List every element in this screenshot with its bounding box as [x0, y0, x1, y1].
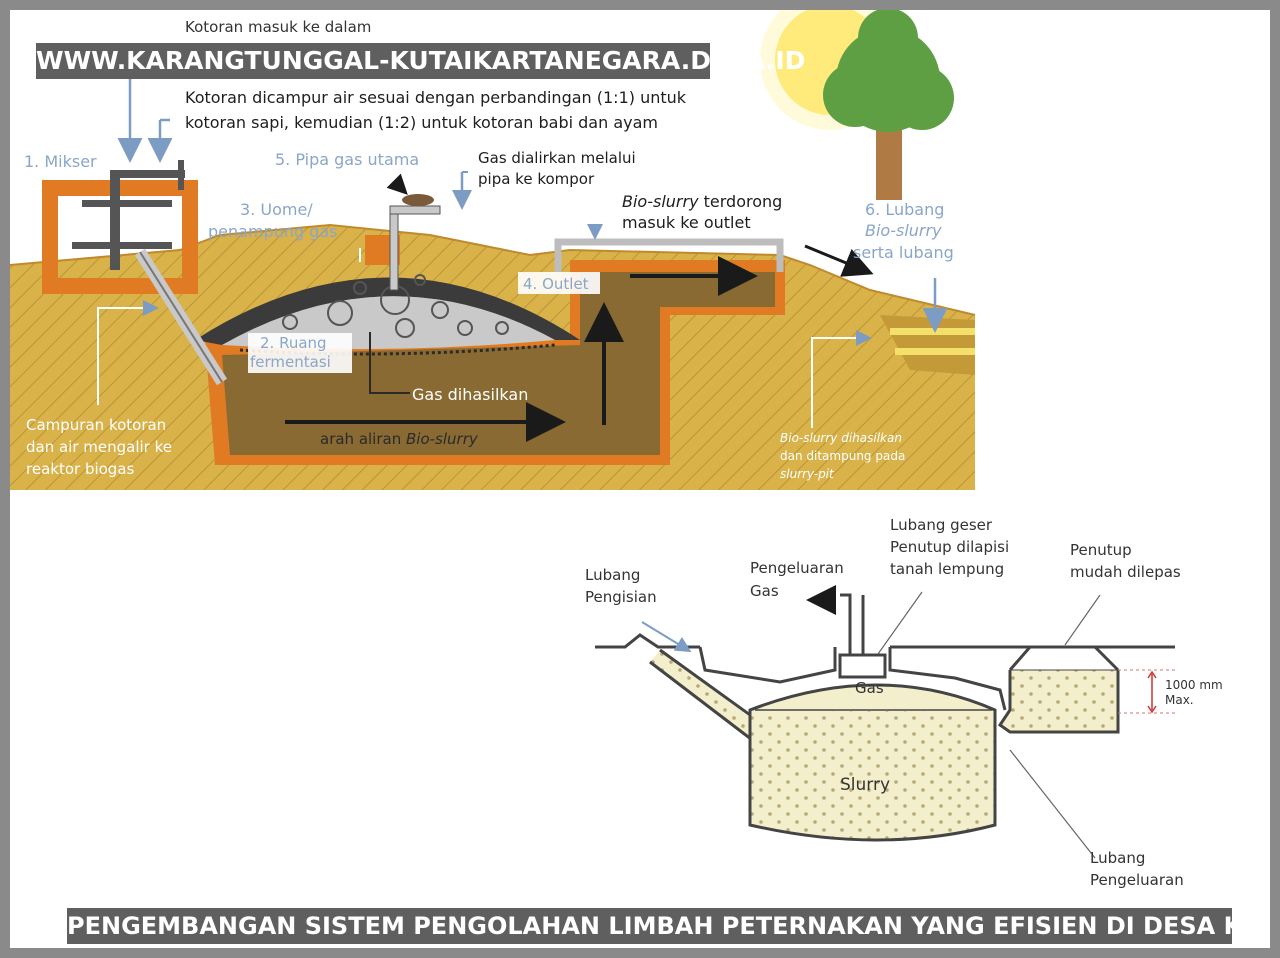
- main-pipe-label: 5. Pipa gas utama: [275, 150, 419, 169]
- slurry-label: Slurry: [840, 775, 890, 795]
- mix-flow-label-1: Campuran kotoran: [26, 416, 166, 434]
- hole-label-3: serta lubang: [853, 243, 954, 262]
- mix-flow-label-2: dan air mengalir ke: [26, 438, 172, 456]
- mixer: [42, 160, 228, 386]
- surface-flow-arrow: [804, 244, 874, 277]
- max-label-2: Max.: [1165, 693, 1194, 707]
- tree-icon: [823, 10, 954, 200]
- mixing-note-line2: kotoran sapi, kemudian (1:2) untuk kotor…: [185, 113, 658, 132]
- intro-label: Kotoran masuk ke dalam: [185, 18, 371, 36]
- gas-produced-label: Gas dihasilkan: [412, 385, 528, 404]
- gas-flow-label-1: Gas dialirkan melalui: [478, 149, 636, 167]
- max-label-1: 1000 mm: [1165, 678, 1223, 692]
- dome-label-2: penampung gas: [208, 222, 338, 241]
- gas-out-label-2: Gas: [750, 582, 779, 600]
- gas-out-label-1: Pengeluaran: [750, 559, 844, 577]
- manhole-label-3: tanah lempung: [890, 560, 1004, 578]
- fermentation-label-2: fermentasi: [250, 353, 331, 371]
- fermentation-label-1: 2. Ruang: [260, 334, 327, 352]
- slurry-push-label-1: Bio-slurry terdorong: [622, 192, 782, 211]
- inlet-label-1: Lubang: [585, 566, 640, 584]
- pit-label-1: Bio-slurry dihasilkan: [780, 431, 902, 445]
- bottom-diagram: Lubang Pengisian Pengeluaran Gas Lubang …: [585, 516, 1223, 889]
- slurry-push-label-2: masuk ke outlet: [622, 213, 751, 232]
- digester-tank: [748, 683, 997, 842]
- image-frame: Kotoran masuk ke dalam Kotoran dicampur …: [10, 10, 1270, 948]
- gas-dome: [195, 277, 580, 345]
- outlet-label-2: Pengeluaran: [1090, 871, 1184, 889]
- top-diagram: Kotoran masuk ke dalam Kotoran dicampur …: [10, 10, 976, 490]
- cover-label-1: Penutup: [1070, 541, 1132, 559]
- mix-flow-label-3: reaktor biogas: [26, 460, 135, 478]
- outlet-label: 4. Outlet: [523, 275, 589, 293]
- outlet-chamber: [997, 645, 1175, 734]
- gas-label: Gas: [855, 679, 884, 697]
- mixing-note-line1: Kotoran dicampur air sesuai dengan perba…: [185, 88, 687, 107]
- manhole-label-1: Lubang geser: [890, 516, 993, 534]
- cover-label-2: mudah dilepas: [1070, 563, 1181, 581]
- outlet-pipe: [554, 238, 784, 272]
- manhole-label-2: Penutup dilapisi: [890, 538, 1009, 556]
- inlet-label-2: Pengisian: [585, 588, 657, 606]
- dome-label-1: 3. Uome/: [240, 200, 313, 219]
- pit-label-3: slurry-pit: [780, 467, 835, 481]
- gas-outlet-pipe: [840, 593, 852, 655]
- website-banner: WWW.KARANGTUNGGAL-KUTAIKARTANEGARA.DESA.…: [36, 43, 805, 79]
- pit-label-2: dan ditampung pada: [780, 449, 905, 463]
- outlet-label-1: Lubang: [1090, 849, 1145, 867]
- digester-slab: [698, 646, 1007, 711]
- title-banner: PENGEMBANGAN SISTEM PENGOLAHAN LIMBAH PE…: [67, 908, 1270, 944]
- mixer-label: 1. Mikser: [24, 152, 97, 171]
- gas-bubbles: [282, 274, 509, 338]
- biogas-diagram: Kotoran masuk ke dalam Kotoran dicampur …: [10, 10, 1223, 889]
- hole-label-2: Bio-slurry: [865, 221, 942, 240]
- main-gas-pipe: [365, 194, 441, 291]
- hole-label-1: 6. Lubang: [865, 200, 944, 219]
- gas-flow-label-2: pipa ke kompor: [478, 170, 595, 188]
- slurry-flow-label: arah aliran Bio-slurry: [320, 430, 479, 448]
- reactor-slurry: [222, 272, 775, 455]
